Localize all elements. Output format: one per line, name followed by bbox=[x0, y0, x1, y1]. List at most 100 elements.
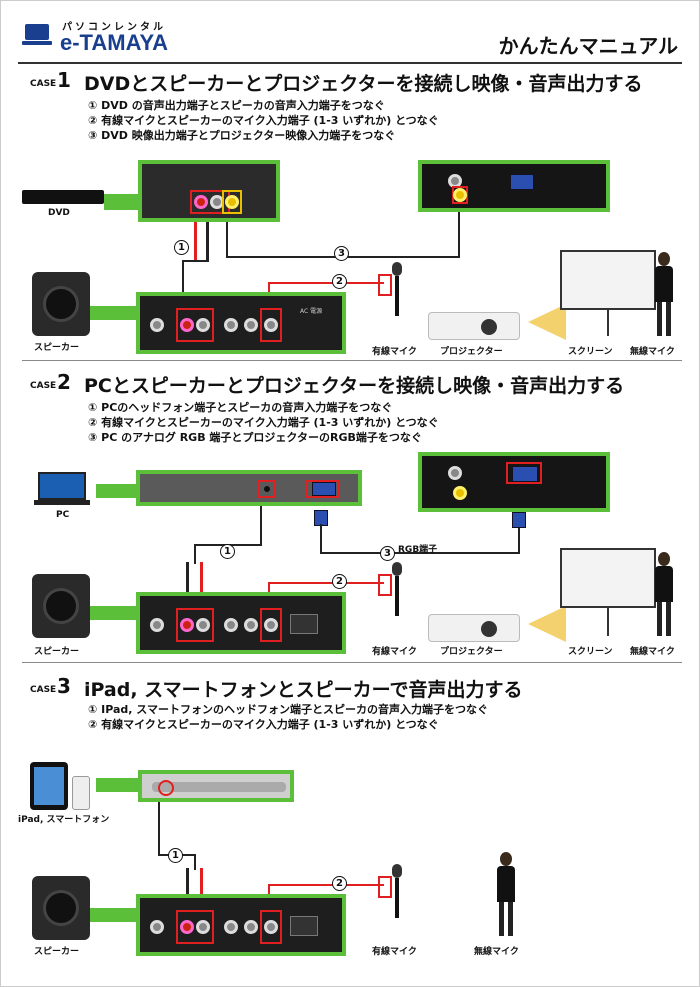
case-title: DVDとスピーカーとプロジェクターを接続し映像・音声出力する bbox=[84, 73, 643, 95]
rgb-in-highlight bbox=[506, 462, 542, 484]
mic-in-jack bbox=[244, 618, 258, 632]
wireless-mic-label: 無線マイク bbox=[630, 647, 675, 657]
projection-beam bbox=[528, 606, 566, 642]
mic-cable bbox=[268, 282, 384, 284]
mic-in-jack bbox=[264, 920, 278, 934]
header-divider bbox=[18, 62, 682, 64]
dvd-back-panel bbox=[138, 160, 280, 222]
line-in-highlight bbox=[176, 910, 214, 944]
page-title: かんたんマニュアル bbox=[498, 34, 678, 58]
audio-cable bbox=[186, 868, 189, 896]
vga-port bbox=[312, 482, 336, 496]
mic-in-jack bbox=[150, 318, 164, 332]
headphone-highlight bbox=[158, 780, 174, 796]
case-number: 2 bbox=[57, 370, 71, 394]
mic-cable bbox=[268, 282, 270, 298]
projector-label: プロジェクター bbox=[440, 647, 503, 657]
audio-cable bbox=[194, 222, 197, 262]
wireless-mic-label: 無線マイク bbox=[630, 347, 675, 357]
step-marker-2: 2 bbox=[332, 876, 347, 891]
audio-cable bbox=[200, 868, 203, 896]
step-marker-2: 2 bbox=[332, 274, 347, 289]
screen-label: スクリーン bbox=[568, 647, 613, 657]
mic-in-jack bbox=[264, 618, 278, 632]
ipad-device bbox=[30, 762, 68, 810]
mic-cable bbox=[268, 884, 270, 898]
connector-bar bbox=[90, 606, 138, 620]
line-in-jack bbox=[196, 920, 210, 934]
video-in-jack bbox=[453, 486, 467, 500]
mic-cable bbox=[268, 884, 384, 886]
line-in-highlight bbox=[176, 608, 214, 642]
source-label: DVD bbox=[48, 208, 70, 218]
line-in-jack bbox=[196, 618, 210, 632]
wired-mic bbox=[378, 262, 408, 342]
audio-cable bbox=[182, 260, 184, 294]
presenter bbox=[652, 252, 676, 338]
source-label: PC bbox=[56, 510, 70, 520]
step-marker-3: 3 bbox=[380, 546, 395, 561]
speaker bbox=[32, 272, 90, 336]
rgb-out-highlight bbox=[306, 480, 340, 498]
projector-back-panel bbox=[418, 160, 610, 212]
step-marker-1: 1 bbox=[174, 240, 189, 255]
step-3: ③ PC のアナログ RGB 端子とプロジェクターのRGB端子をつなぐ bbox=[88, 431, 422, 444]
mic-in-jack bbox=[150, 618, 164, 632]
video-in-jack bbox=[453, 188, 467, 202]
step-2: ② 有線マイクとスピーカーのマイク入力端子 (1-3 いずれか) とつなぐ bbox=[88, 416, 439, 429]
connector-bar bbox=[96, 484, 138, 498]
case-title: PCとスピーカーとプロジェクターを接続し映像・音声出力する bbox=[84, 375, 625, 397]
projector bbox=[428, 614, 520, 642]
mic-cable bbox=[268, 582, 384, 584]
projector-label: プロジェクター bbox=[440, 347, 503, 357]
wired-mic-label: 有線マイク bbox=[372, 647, 417, 657]
case-tag: CASE bbox=[30, 381, 57, 391]
step-2: ② 有線マイクとスピーカーのマイク入力端子 (1-3 いずれか) とつなぐ bbox=[88, 114, 439, 127]
case-tag: CASE bbox=[30, 79, 57, 89]
wired-mic bbox=[378, 864, 408, 944]
dvd-player bbox=[22, 190, 104, 204]
step-1: ① IPad, スマートフォンのヘッドフォン端子とスピーカの音声入力端子をつなぐ bbox=[88, 703, 488, 716]
rgb-cable bbox=[518, 528, 520, 554]
wired-mic-label: 有線マイク bbox=[372, 947, 417, 957]
rgb-cable bbox=[320, 524, 322, 554]
case-title: iPad, スマートフォンとスピーカーで音声出力する bbox=[84, 679, 523, 701]
connector-bar bbox=[90, 306, 138, 320]
speaker-panel bbox=[136, 894, 346, 956]
screen bbox=[560, 250, 656, 310]
logo: パソコンレンタル e-TAMAYA bbox=[18, 16, 188, 56]
audio-cable bbox=[158, 802, 160, 856]
case1-steps: ① DVD の音声出力端子とスピーカの音声入力端子をつなぐ ② 有線マイクとスピ… bbox=[88, 98, 439, 143]
step-2: ② 有線マイクとスピーカーのマイク入力端子 (1-3 いずれか) とつなぐ bbox=[88, 718, 439, 731]
speaker-label: スピーカー bbox=[34, 343, 80, 353]
audio-cable bbox=[200, 562, 203, 592]
step-marker-2: 2 bbox=[332, 574, 347, 589]
step-marker-3: 3 bbox=[334, 246, 349, 261]
speaker-label: スピーカー bbox=[34, 947, 80, 957]
smartphone-device bbox=[72, 776, 90, 810]
video-cable bbox=[226, 222, 228, 258]
speaker-panel: AC 電源 bbox=[136, 292, 346, 354]
section-divider bbox=[22, 662, 682, 663]
case-number: 3 bbox=[57, 674, 71, 698]
presenter bbox=[652, 552, 676, 638]
line-in-jack bbox=[180, 318, 194, 332]
mic-in-jack bbox=[150, 920, 164, 934]
screen-stand bbox=[607, 310, 609, 336]
mic-in-jack bbox=[224, 618, 238, 632]
video-cable bbox=[458, 212, 460, 258]
rgb-plug bbox=[512, 512, 526, 528]
mic-in-jack bbox=[224, 920, 238, 934]
connector-bar bbox=[96, 778, 140, 792]
brand-name: e-TAMAYA bbox=[60, 30, 168, 55]
connector-bar bbox=[90, 908, 138, 922]
connector-bar bbox=[104, 194, 140, 210]
case-tag: CASE bbox=[30, 685, 57, 695]
brand-tagline: パソコンレンタル bbox=[62, 22, 166, 33]
pc-device bbox=[34, 472, 90, 506]
mic-in-jack bbox=[264, 318, 278, 332]
speaker bbox=[32, 876, 90, 940]
speaker bbox=[32, 574, 90, 638]
audio-cable bbox=[194, 544, 196, 564]
vga-port bbox=[512, 466, 538, 482]
